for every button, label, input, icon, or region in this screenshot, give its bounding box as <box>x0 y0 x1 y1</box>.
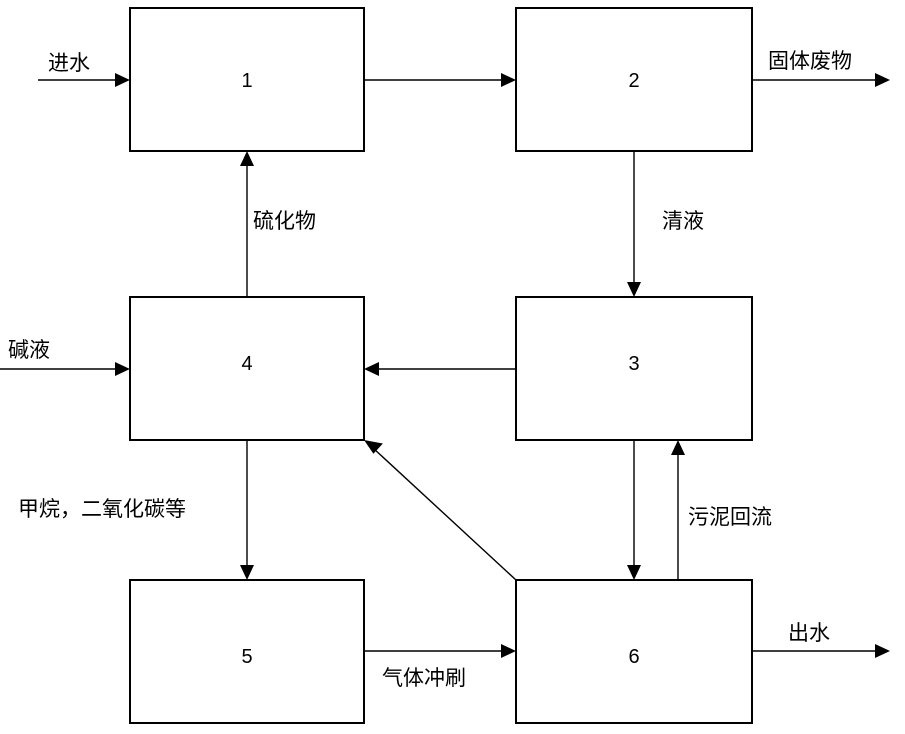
label-water-in: 进水 <box>48 51 90 75</box>
box-3: 3 <box>515 296 753 441</box>
arrow-3-to-4 <box>364 362 516 376</box>
label-solid-waste: 固体废物 <box>768 49 852 73</box>
box-1-label: 1 <box>241 70 252 92</box>
label-alkali: 碱液 <box>8 338 50 362</box>
label-sludge-return: 污泥回流 <box>688 505 772 529</box>
box-4-label: 4 <box>241 353 252 375</box>
box-2: 2 <box>515 7 753 152</box>
box-5-label: 5 <box>241 646 252 668</box>
label-clear-liquid: 清液 <box>662 209 704 233</box>
label-gas-flush: 气体冲刷 <box>382 666 466 690</box>
arrow-water-out <box>752 644 890 658</box>
label-water-out: 出水 <box>788 621 830 645</box>
box-3-label: 3 <box>628 353 639 375</box>
arrow-6-to-3 <box>671 440 685 580</box>
label-gas-products: 甲烷，二氧化碳等 <box>18 497 186 521</box>
box-6-label: 6 <box>628 646 639 668</box>
arrow-solid-waste <box>752 73 890 87</box>
arrow-2-to-3 <box>627 151 641 297</box>
arrow-3-to-6 <box>627 440 641 580</box>
box-4: 4 <box>129 296 365 441</box>
box-2-label: 2 <box>628 70 639 92</box>
label-sulfide: 硫化物 <box>253 209 316 233</box>
arrow-1-to-2 <box>364 73 516 87</box>
arrow-water-in <box>38 73 130 87</box>
arrow-4-to-1 <box>240 151 254 297</box>
arrow-5-to-6 <box>364 644 516 658</box>
box-5: 5 <box>129 579 365 724</box>
arrow-6-to-4 <box>364 440 517 581</box>
arrow-4-to-5 <box>240 440 254 580</box>
box-6: 6 <box>515 579 753 724</box>
arrow-alkali <box>0 362 130 376</box>
box-1: 1 <box>129 7 365 152</box>
